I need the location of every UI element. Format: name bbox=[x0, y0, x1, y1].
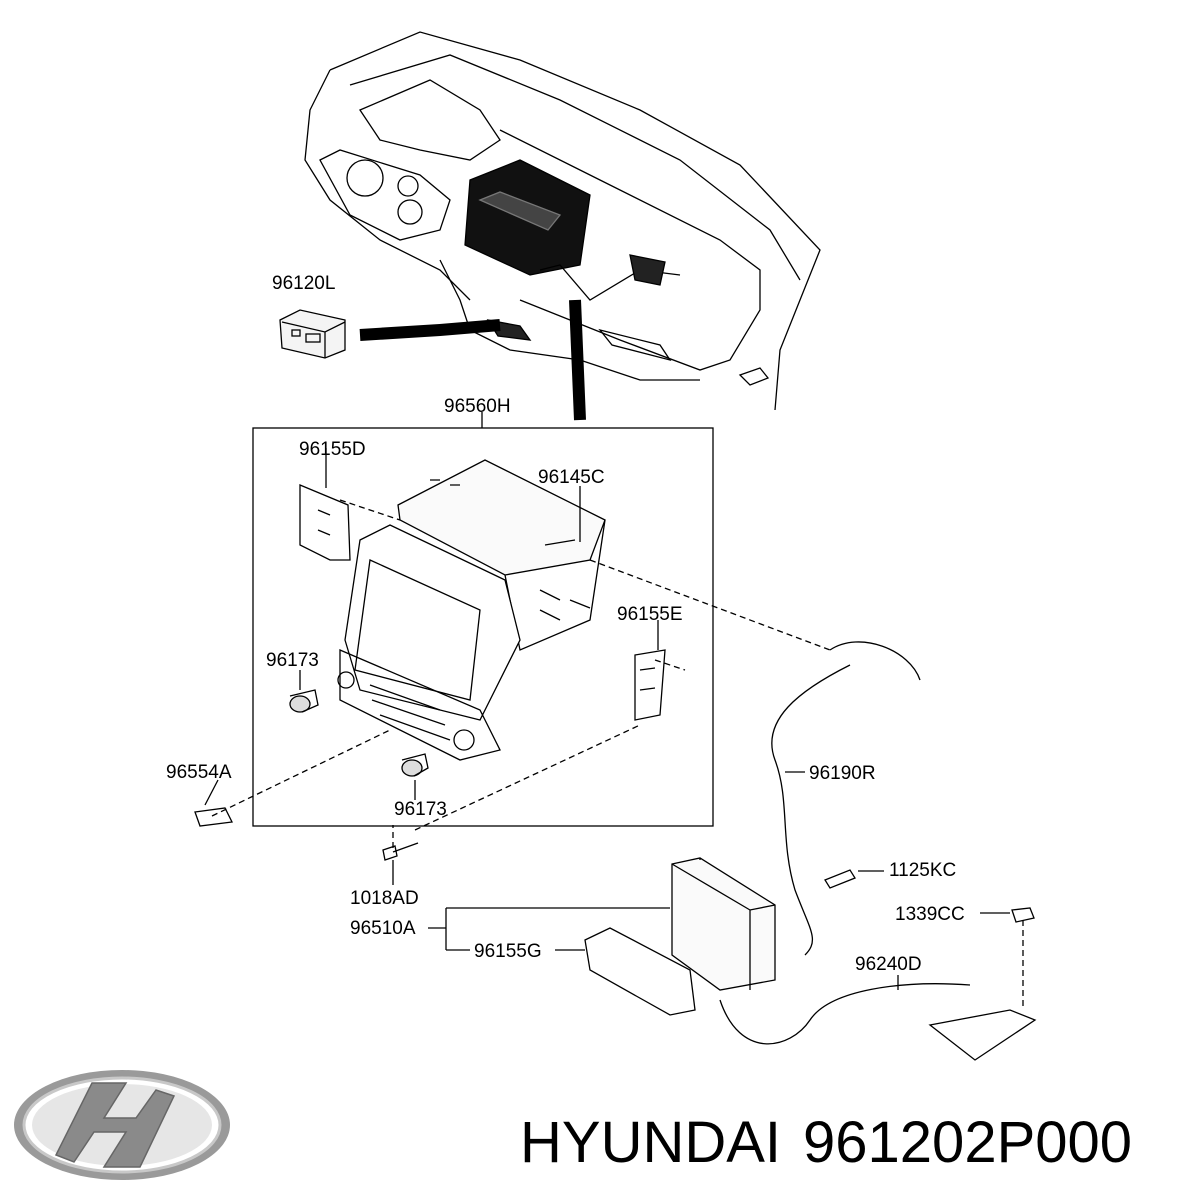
head-unit-assembly bbox=[299, 459, 666, 761]
part-96173-knob-left bbox=[289, 689, 319, 713]
label-96554A: 96554A bbox=[166, 762, 232, 783]
part-96120L-module bbox=[279, 309, 346, 359]
part-1339CC-nut bbox=[1011, 907, 1035, 923]
part-96240D-cable bbox=[719, 983, 1037, 1061]
label-96155D: 96155D bbox=[299, 439, 366, 460]
label-1125KC: 1125KC bbox=[889, 860, 956, 881]
hyundai-logo bbox=[14, 1070, 230, 1180]
label-96173-left: 96173 bbox=[266, 650, 319, 671]
part-1018AD-bolt bbox=[382, 842, 419, 861]
label-96510A: 96510A bbox=[350, 918, 416, 939]
label-96560H: 96560H bbox=[444, 396, 511, 417]
assembly-box-96560H bbox=[252, 427, 714, 827]
footer-title: HYUNDAI 961202P000 bbox=[520, 1108, 1154, 1178]
part-number: 961202P000 bbox=[803, 1110, 1133, 1175]
brand-name: HYUNDAI bbox=[520, 1110, 782, 1175]
label-96155E: 96155E bbox=[617, 604, 683, 625]
part-96173-knob-lower bbox=[401, 753, 429, 777]
part-96190R-cable bbox=[771, 641, 921, 956]
label-1018AD: 1018AD bbox=[350, 888, 419, 909]
label-1339CC: 1339CC bbox=[895, 904, 965, 925]
part-96554A-pad bbox=[194, 807, 233, 827]
label-96145C: 96145C bbox=[538, 467, 605, 488]
label-96240D: 96240D bbox=[855, 954, 922, 975]
part-96155G-bracket bbox=[584, 927, 696, 1016]
dashboard-illustration bbox=[304, 31, 821, 421]
label-96155G: 96155G bbox=[474, 941, 542, 962]
part-1125KC-screw bbox=[824, 869, 856, 889]
label-96173-lower: 96173 bbox=[394, 799, 447, 820]
label-96120L: 96120L bbox=[272, 273, 335, 294]
part-96510A-module bbox=[671, 857, 776, 991]
label-96190R: 96190R bbox=[809, 763, 876, 784]
